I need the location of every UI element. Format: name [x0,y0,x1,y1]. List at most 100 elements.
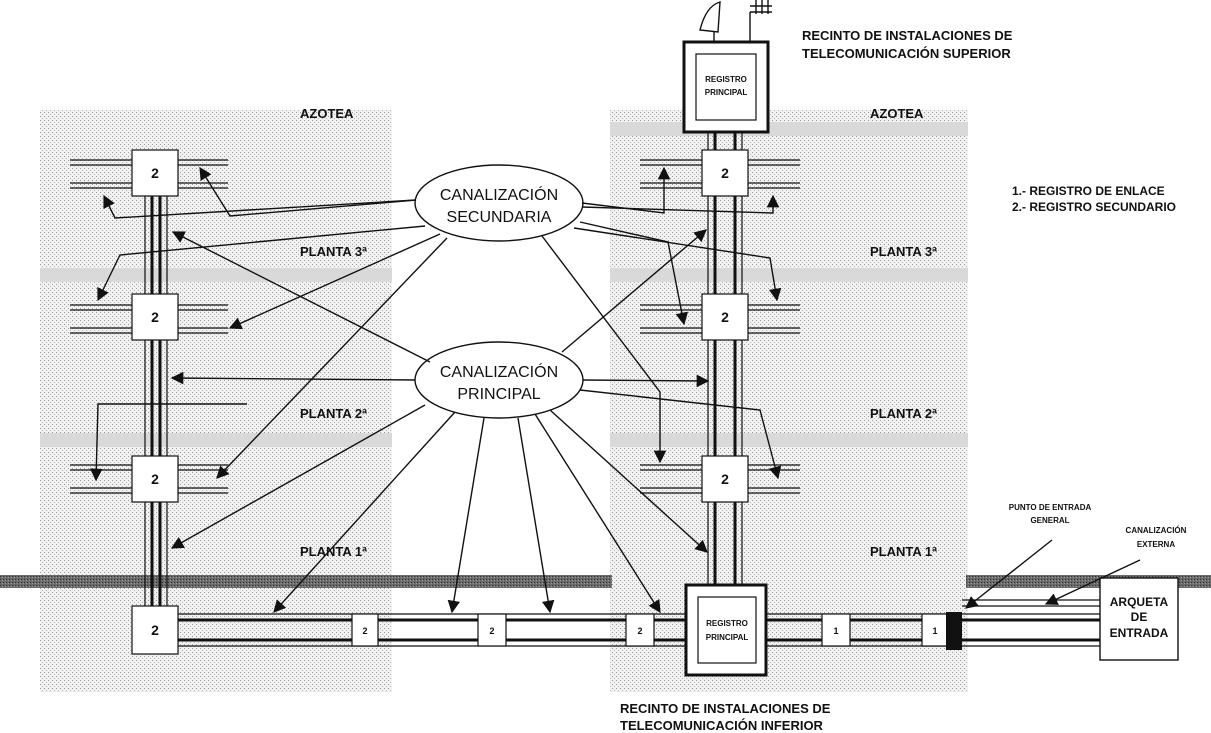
register-box: 2 [131,605,179,655]
main-arrows [170,229,710,614]
ground-line [0,575,1211,588]
arrow-sec-left-floor2-b [90,403,247,482]
arrow-main-right-riser-top [561,229,707,353]
right-riser-registers: 2 2 2 [701,149,749,503]
register-number: 2 [151,471,159,487]
left-riser [144,188,168,610]
arrow-main-left-riser-low [170,404,426,549]
floor2-right-label: PLANTA 2ª [870,406,937,421]
register-number: 2 [721,471,729,487]
arrow-sec-right-floor2-a [541,235,667,464]
register-box: 1 [821,613,851,647]
secondary-channel-oval: CANALIZACIÓN SECUNDARIA [414,164,584,242]
secondary-oval-line2: SECUNDARIA [447,209,552,226]
register-number: 2 [637,626,642,636]
floor3-left-label: PLANTA 3ª [300,244,367,259]
arrow-external-channel [1044,559,1141,605]
right-floor-slab-3 [610,268,968,282]
arrow-entry-point [965,539,1053,609]
register-box: 2 [701,455,749,503]
entry-point-line2: GENERAL [1030,516,1069,525]
arrow-sec-right-floor2-b [579,389,782,480]
main-oval-line2: PRINCIPAL [457,386,540,403]
register-number: 2 [151,165,159,181]
top-register-line1: REGISTRO [705,75,747,84]
register-number: 1 [833,626,838,636]
arrow-main-right-riser-low [549,409,708,553]
rooftop-right-label: AZOTEA [870,106,924,121]
main-oval-line1: CANALIZACIÓN [440,362,558,381]
register-number: 2 [721,165,729,181]
arrow-sec-right-roof-a [581,166,671,214]
arrow-sec-left-floor2 [216,237,448,479]
left-floor-slab-3 [40,268,392,282]
left-floor-slab-2 [40,433,392,447]
register-box: 2 [701,149,749,197]
legend-line2: 2.- REGISTRO SECUNDARIO [1012,200,1176,214]
text-labels: RECINTO DE INSTALACIONES DE TELECOMUNICA… [300,28,1187,733]
register-number: 2 [151,309,159,325]
top-room-line2: TELECOMUNICACIÓN SUPERIOR [802,46,1011,61]
entry-box-line3: ENTRADA [1110,626,1169,640]
register-number: 2 [151,622,159,638]
right-building-zone [610,110,968,692]
register-number: 2 [721,309,729,325]
bottom-main-register: REGISTRO PRINCIPAL [684,583,768,677]
bottom-room-line1: RECINTO DE INSTALACIONES DE [620,701,831,716]
right-riser [707,130,743,590]
arrow-main-left-riser-top [171,231,431,363]
register-box: 2 [625,613,655,647]
top-room-line1: RECINTO DE INSTALACIONES DE [802,28,1013,43]
arrow-sec-right-roof-b [581,194,780,214]
bottom-register-line1: REGISTRO [706,619,748,628]
floor1-right-label: PLANTA 1ª [870,544,937,559]
top-register-line2: PRINCIPAL [705,88,748,97]
arrow-main-horiz-4 [534,413,661,614]
register-box: 1 [921,613,949,647]
legend-line1: 1.- REGISTRO DE ENLACE [1012,184,1165,198]
arrow-sec-right-floor3-b [573,227,782,302]
arrow-main-horiz-2 [447,417,485,614]
arrow-main-right-riser-mid [582,374,710,388]
register-box: 2 [351,613,379,647]
floor1-left-label: PLANTA 1ª [300,544,367,559]
register-number: 2 [362,626,367,636]
entry-point-block [946,612,962,650]
arrow-sec-left-riser [228,233,441,330]
right-roof-slab [610,122,968,136]
register-box: 2 [701,293,749,341]
register-box: 2 [131,455,179,503]
register-box: 2 [131,149,179,197]
external-channel [962,599,1100,607]
arrow-sec-left-roof-b [103,194,417,219]
entry-box-line1: ARQUETA [1110,595,1169,609]
external-channel-line1: CANALIZACIÓN [1126,526,1187,535]
entry-point-line1: PUNTO DE ENTRADA [1009,503,1092,512]
entry-box-line2: DE [1131,610,1148,624]
main-channel-oval: CANALIZACIÓN PRINCIPAL [414,341,584,419]
left-building-zone [40,110,392,692]
secondary-oval-line1: CANALIZACIÓN [440,185,558,204]
left-riser-registers: 2 2 2 2 [131,149,179,655]
floor3-right-label: PLANTA 3ª [870,244,937,259]
antenna-icon [699,0,772,42]
arrow-main-left-riser-mid [170,371,416,385]
arrow-main-horiz-3 [517,417,555,614]
entry-box: ARQUETA DE ENTRADA [1099,577,1179,661]
register-number: 2 [489,626,494,636]
external-channel-line2: EXTERNA [1137,540,1175,549]
bottom-register-line2: PRINCIPAL [706,633,749,642]
top-main-register: REGISTRO PRINCIPAL [682,40,770,134]
arrow-main-horiz-1 [273,411,456,613]
register-number: 1 [932,626,937,636]
arrow-sec-left-floor3 [97,225,426,302]
horizontal-registers: 2 2 2 1 1 [351,613,949,647]
register-box: 2 [131,293,179,341]
bottom-room-line2: TELECOMUNICACIÓN INFERIOR [620,718,824,733]
secondary-arrows [90,166,782,482]
rooftop-left-label: AZOTEA [300,106,354,121]
arrow-sec-left-roof-a [199,166,417,217]
floor2-left-label: PLANTA 2ª [300,406,367,421]
register-box: 2 [477,613,507,647]
